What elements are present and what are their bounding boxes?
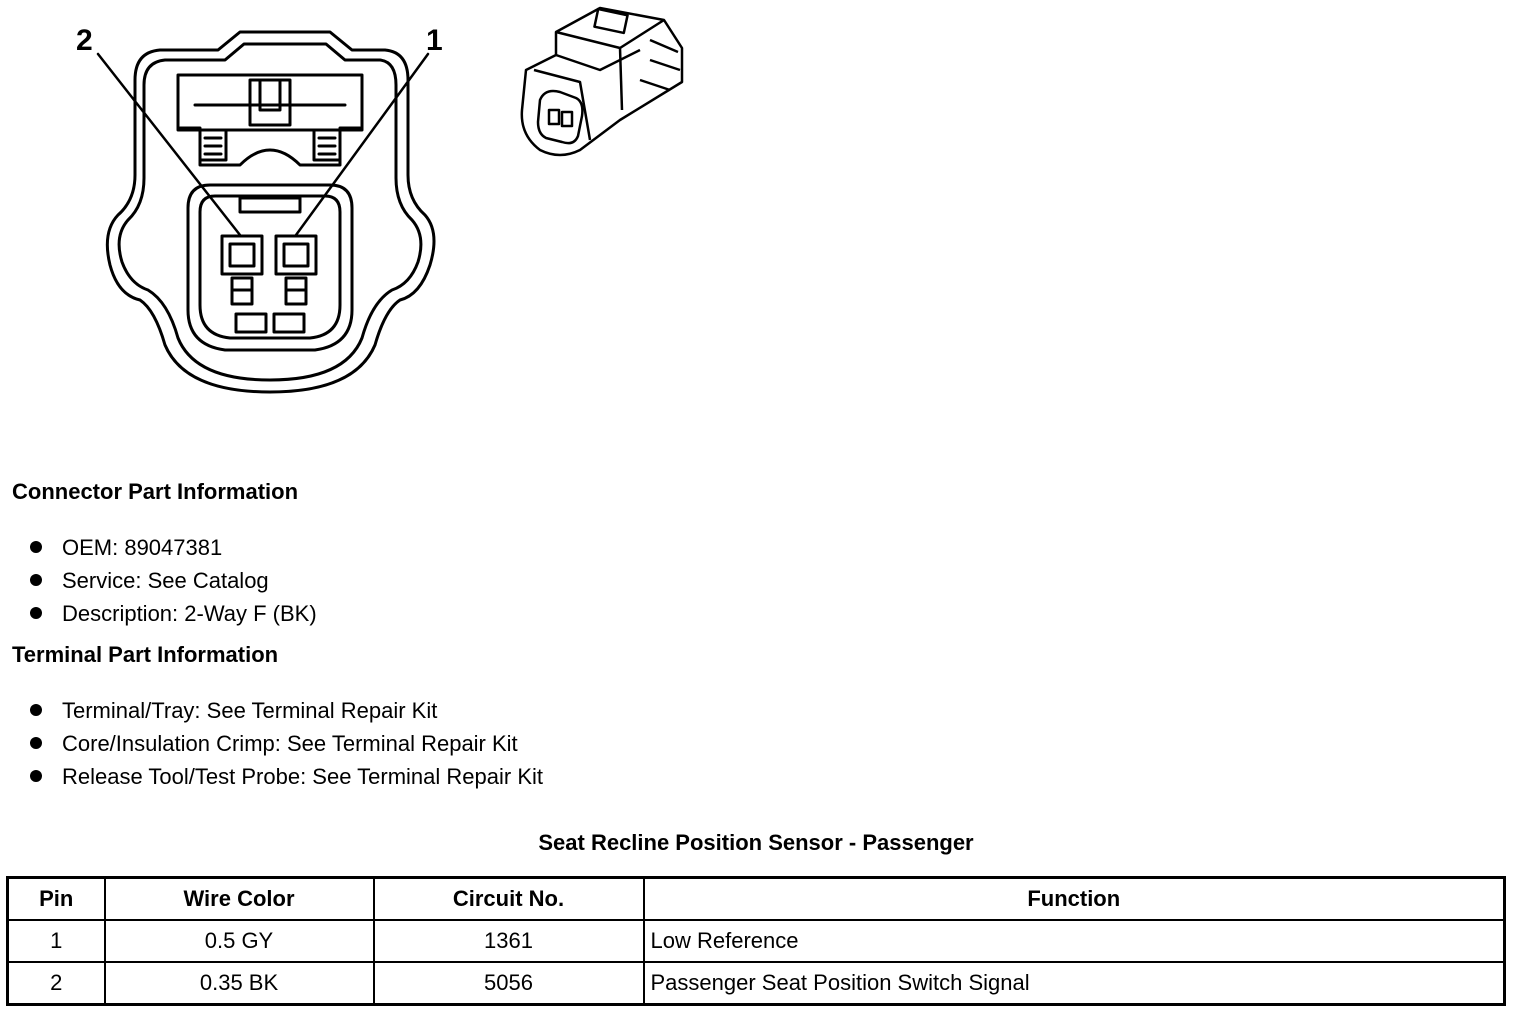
- list-item-text: OEM: 89047381: [62, 535, 223, 560]
- list-item: OEM: 89047381: [30, 531, 317, 564]
- table-row: 2 0.35 BK 5056 Passenger Seat Position S…: [6, 961, 1506, 1006]
- terminal-2-cavity: [220, 234, 264, 276]
- table-row: 1 0.5 GY 1361 Low Reference: [6, 919, 1506, 963]
- column-header-circuit-no: Circuit No.: [372, 876, 645, 921]
- terminal-1-cavity: [274, 234, 318, 276]
- cell-wire-color: 0.35 BK: [103, 961, 375, 1006]
- cell-wire-color: 0.5 GY: [103, 919, 375, 963]
- connector-part-information-list: OEM: 89047381 Service: See Catalog Descr…: [30, 531, 317, 630]
- list-item: Description: 2-Way F (BK): [30, 597, 317, 630]
- terminal-part-information-list: Terminal/Tray: See Terminal Repair Kit C…: [30, 694, 543, 793]
- list-item-text: Terminal/Tray: See Terminal Repair Kit: [62, 698, 438, 723]
- cell-function: Low Reference: [642, 919, 1506, 963]
- bullet-icon: [30, 770, 42, 782]
- column-header-pin: Pin: [6, 876, 106, 921]
- list-item: Terminal/Tray: See Terminal Repair Kit: [30, 694, 543, 727]
- list-item: Core/Insulation Crimp: See Terminal Repa…: [30, 727, 543, 760]
- callout-line-pin-1: [294, 52, 430, 237]
- connector-diagram: 2 1: [76, 6, 684, 394]
- bullet-icon: [30, 541, 42, 553]
- bullet-icon: [30, 737, 42, 749]
- bullet-icon: [30, 607, 42, 619]
- list-item: Service: See Catalog: [30, 564, 317, 597]
- pin-table: Pin Wire Color Circuit No. Function 1 0.…: [6, 876, 1506, 1006]
- terminal-part-information-heading: Terminal Part Information: [12, 642, 279, 667]
- callout-line-pin-2: [96, 52, 242, 237]
- cell-pin: 2: [6, 961, 106, 1006]
- bullet-icon: [30, 574, 42, 586]
- latch-housing: [176, 73, 364, 132]
- latch-tab: [248, 78, 292, 127]
- cell-circuit-no: 5056: [372, 961, 645, 1006]
- list-item-text: Release Tool/Test Probe: See Terminal Re…: [62, 764, 543, 789]
- bullet-icon: [30, 704, 42, 716]
- callout-label-pin-1: 1: [426, 24, 443, 57]
- connector-3d-illustration: [520, 6, 684, 157]
- cell-function: Passenger Seat Position Switch Signal: [642, 961, 1506, 1006]
- connector-outer-body: [105, 30, 436, 394]
- list-item-text: Service: See Catalog: [62, 568, 269, 593]
- list-item: Release Tool/Test Probe: See Terminal Re…: [30, 760, 543, 793]
- terminal-cavity-outline: [186, 183, 354, 352]
- pin-table-title: Seat Recline Position Sensor - Passenger: [538, 830, 974, 855]
- cell-pin: 1: [6, 919, 106, 963]
- column-header-function: Function: [642, 876, 1506, 921]
- connector-part-information-heading: Connector Part Information: [12, 479, 299, 504]
- list-item-text: Description: 2-Way F (BK): [62, 601, 317, 626]
- connector-inner-outline: [117, 42, 423, 382]
- callout-label-pin-2: 2: [76, 24, 93, 57]
- column-header-wire-color: Wire Color: [103, 876, 375, 921]
- table-header-row: Pin Wire Color Circuit No. Function: [6, 876, 1506, 921]
- cell-circuit-no: 1361: [372, 919, 645, 963]
- list-item-text: Core/Insulation Crimp: See Terminal Repa…: [62, 731, 518, 756]
